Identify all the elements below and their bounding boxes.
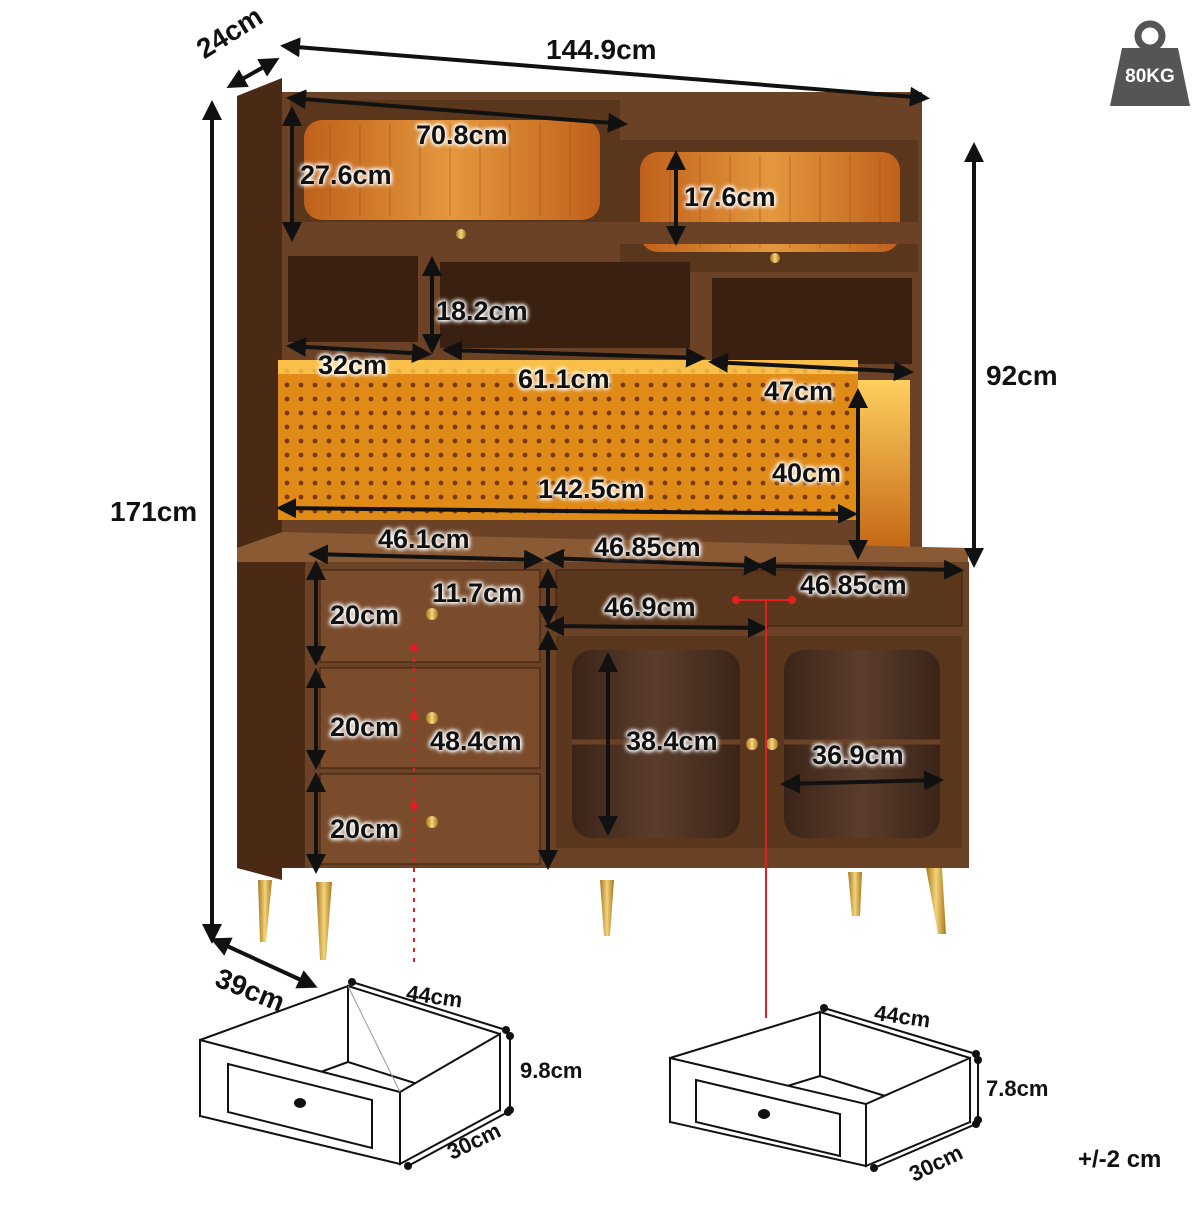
drawer-left-dim-dots [348, 978, 514, 1170]
weight-icon [1110, 14, 1190, 106]
weight-capacity-label: 80KG [1125, 66, 1175, 87]
drawer-left-dims [351, 981, 511, 1167]
dimension-lines [202, 37, 984, 989]
open-shelf-height-label: 18.2cm [436, 296, 528, 326]
cabinet-illustration [237, 78, 969, 960]
counter-mid-width-label: 46.85cm [594, 532, 701, 562]
drawer-box-right [669, 1010, 971, 1168]
cabinet-height-label: 38.4cm [626, 726, 718, 756]
mid-shelf-width-label: 61.1cm [518, 364, 610, 394]
top-cabinet-width-label: 70.8cm [416, 120, 508, 150]
drawer-right-dim-dots [820, 1004, 982, 1172]
drawer-right-height-label: 7.8cm [986, 1076, 1049, 1101]
left-stack-height-label: 48.4cm [430, 726, 522, 756]
total-height-label: 171cm [110, 496, 198, 527]
left-drawer-1-height-label: 20cm [330, 600, 400, 630]
counter-left-width-label: 46.1cm [378, 524, 470, 554]
drawer-box-left [199, 984, 501, 1166]
drawer-handle-hole-right [758, 1109, 770, 1119]
right-shelf-width-label: 47cm [764, 376, 834, 406]
total-width-label: 144.9cm [546, 34, 657, 65]
drawer-front-height-label: 11.7cm [432, 578, 523, 608]
cabinet-shelf-width-label: 36.9cm [812, 740, 904, 770]
drawer-guide-lines [413, 599, 792, 1018]
pegboard-height-label: 40cm [772, 458, 842, 488]
top-door-height-label: 17.6cm [684, 182, 776, 212]
top-cabinet-height-label: 27.6cm [300, 160, 392, 190]
drawer-left-height-label: 9.8cm [520, 1058, 583, 1083]
hutch-height-label: 92cm [986, 360, 1058, 391]
left-shelf-width-label: 32cm [318, 350, 388, 380]
left-drawer-2-height-label: 20cm [330, 712, 400, 742]
tolerance-label: +/-2 cm [1078, 1146, 1162, 1173]
left-drawer-3-height-label: 20cm [330, 814, 400, 844]
right-drawer-width-label: 46.85cm [800, 570, 907, 600]
drawer-guide-dots [410, 596, 796, 810]
drawer-handle-hole-left [294, 1098, 306, 1108]
pegboard-width-label: 142.5cm [538, 474, 645, 504]
cabinet-width-label: 46.9cm [604, 592, 696, 622]
drawer-right-dims [823, 1007, 979, 1169]
